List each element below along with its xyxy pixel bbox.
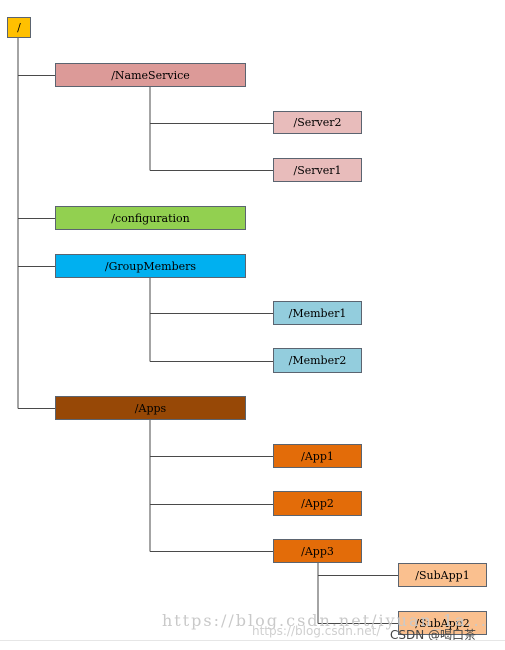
node-configuration: /configuration	[55, 206, 246, 230]
node-server1: /Server1	[273, 158, 362, 182]
node-app1: /App1	[273, 444, 362, 468]
node-root: /	[7, 17, 31, 38]
node-subapp1: /SubApp1	[398, 563, 487, 587]
node-subapp2: /SubApp2	[398, 611, 487, 635]
node-member1: /Member1	[273, 301, 362, 325]
bottom-divider	[0, 640, 505, 641]
node-server2: /Server2	[273, 111, 362, 134]
node-app2: /App2	[273, 491, 362, 516]
watermark-url-small: https://blog.csdn.net/	[252, 624, 381, 638]
node-app3: /App3	[273, 539, 362, 563]
node-nameservice: /NameService	[55, 63, 246, 87]
watermark-credit: CSDN @喝口茶	[390, 628, 477, 642]
node-groupmembers: /GroupMembers	[55, 254, 246, 278]
node-member2: /Member2	[273, 348, 362, 373]
watermark-url: https://blog.csdn.net/iyuan_1a...	[162, 611, 488, 630]
node-apps: /Apps	[55, 396, 246, 420]
